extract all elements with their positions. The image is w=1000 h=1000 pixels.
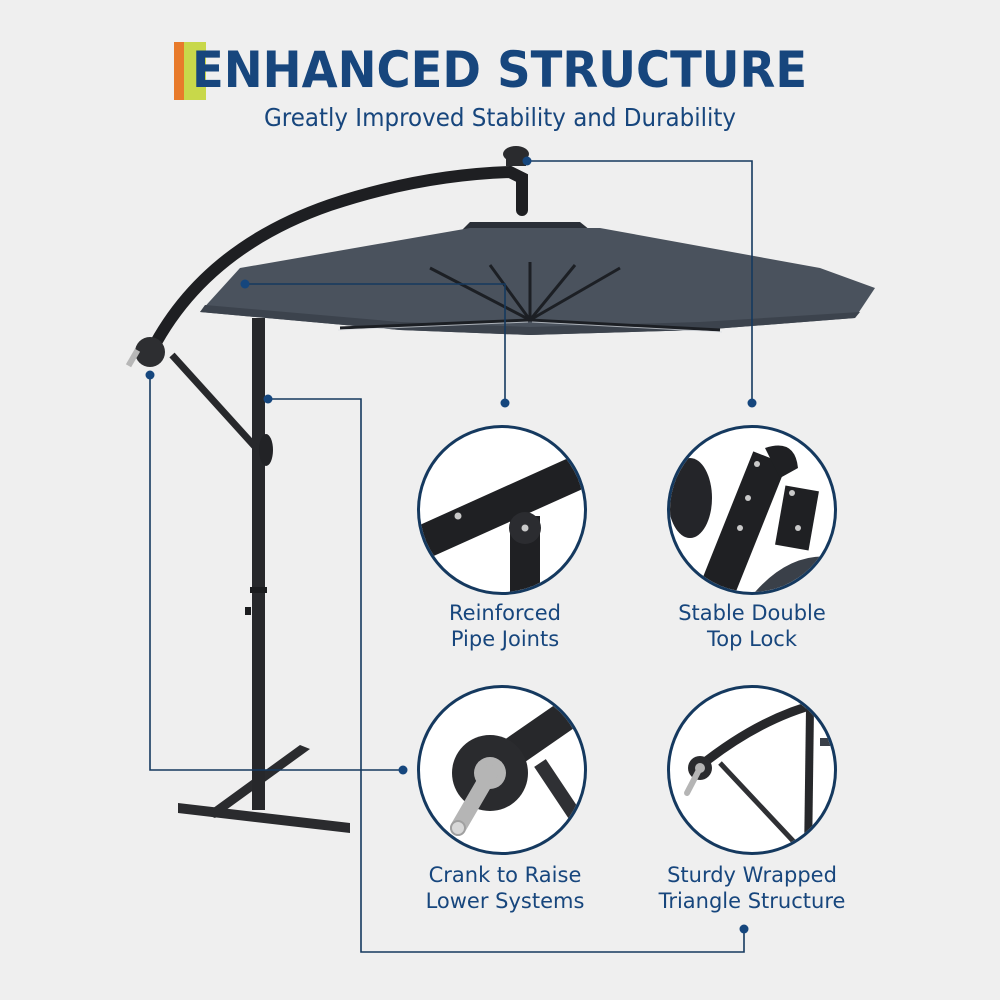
feature-label-crank: Crank to Raise Lower Systems <box>425 863 585 913</box>
connector-lines <box>149 160 753 953</box>
connector-dots <box>145 156 757 934</box>
main-pole <box>252 318 265 810</box>
detail-circle-triangle <box>667 685 837 855</box>
detail-circle-top-lock <box>667 425 837 595</box>
page-subtitle: Greatly Improved Stability and Durabilit… <box>263 103 737 132</box>
accent-bar-orange <box>174 42 184 100</box>
triangle-structure-icon <box>684 698 834 852</box>
curved-arm <box>142 165 528 364</box>
pipe-joint-icon <box>420 451 584 592</box>
crank-housing <box>135 337 165 367</box>
page-title: ENHANCED STRUCTURE <box>192 41 808 99</box>
crank-icon <box>450 688 584 842</box>
accent-bar-lime <box>184 42 206 100</box>
connector-triangle <box>268 398 745 953</box>
feature-label-triangle: Sturdy Wrapped Triangle Structure <box>658 863 846 913</box>
detail-circle-pipe-joints <box>417 425 587 595</box>
canopy <box>200 222 875 335</box>
connector-top-lock <box>527 160 753 403</box>
detail-circle-crank <box>417 685 587 855</box>
feature-label-top-lock: Stable Double Top Lock <box>678 601 826 651</box>
feature-label-pipe-joints: Reinforced Pipe Joints <box>449 601 561 651</box>
top-lock-icon <box>670 445 834 592</box>
support-strut <box>169 352 261 453</box>
connector-crank <box>149 375 403 771</box>
connector-pipe-joints <box>245 283 506 403</box>
